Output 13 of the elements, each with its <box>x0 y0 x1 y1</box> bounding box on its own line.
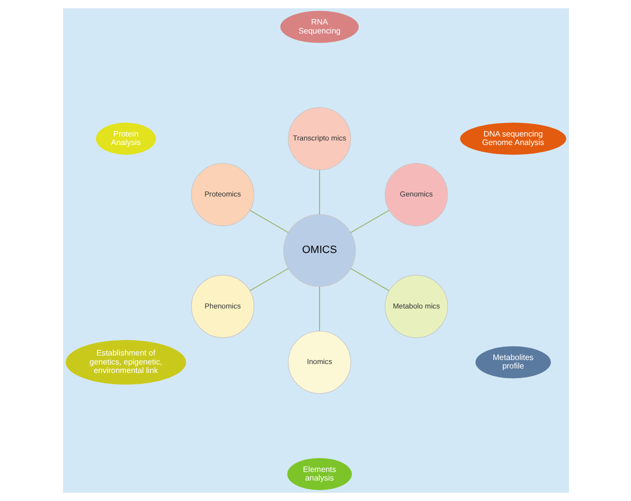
node-circle: Transcripto mics <box>287 107 351 170</box>
connector <box>248 210 288 233</box>
node-circle: Metabolo mics <box>384 274 448 338</box>
node-circle: Phenomics <box>190 274 254 338</box>
connector <box>248 268 288 292</box>
node-circle: OMICS <box>282 214 356 287</box>
connector <box>350 210 390 233</box>
connector <box>350 268 390 292</box>
node-circle: Inomics <box>287 330 351 394</box>
connector <box>318 170 320 215</box>
node-circle: Proteomics <box>190 163 254 226</box>
node-circle: Genomics <box>384 163 448 226</box>
connector <box>318 286 320 332</box>
